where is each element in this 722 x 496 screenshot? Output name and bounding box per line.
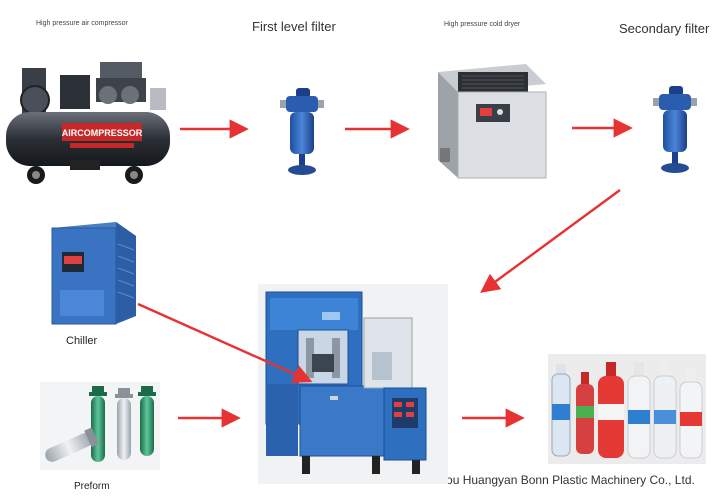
cold-dryer-image: [438, 64, 547, 179]
compressor-label: High pressure air compressor: [36, 20, 128, 27]
preform-image: [40, 382, 160, 470]
arrow-secondary-filter-to-machine: [480, 189, 621, 293]
blow-molding-machine-image: [258, 284, 448, 484]
bottles-image: [548, 354, 706, 464]
first-filter-image: [280, 88, 324, 175]
cold-dryer-label: High pressure cold dryer: [444, 21, 521, 28]
secondary-filter-label: Secondary filter: [619, 21, 710, 36]
preform-label: Preform: [74, 481, 110, 492]
first-filter-label: First level filter: [252, 19, 336, 34]
chiller-label: Chiller: [66, 335, 98, 347]
compressor-brand-text: AIRCOMPRESSOR: [62, 128, 143, 138]
chiller-image: [51, 222, 136, 325]
air-compressor-image: AIRCOMPRESSOR: [6, 62, 170, 184]
company-footer: Taizhou Huangyan Bonn Plastic Machinery …: [418, 473, 695, 487]
arrow-chiller-to-machine: [137, 302, 313, 383]
secondary-filter-image: [653, 86, 697, 173]
